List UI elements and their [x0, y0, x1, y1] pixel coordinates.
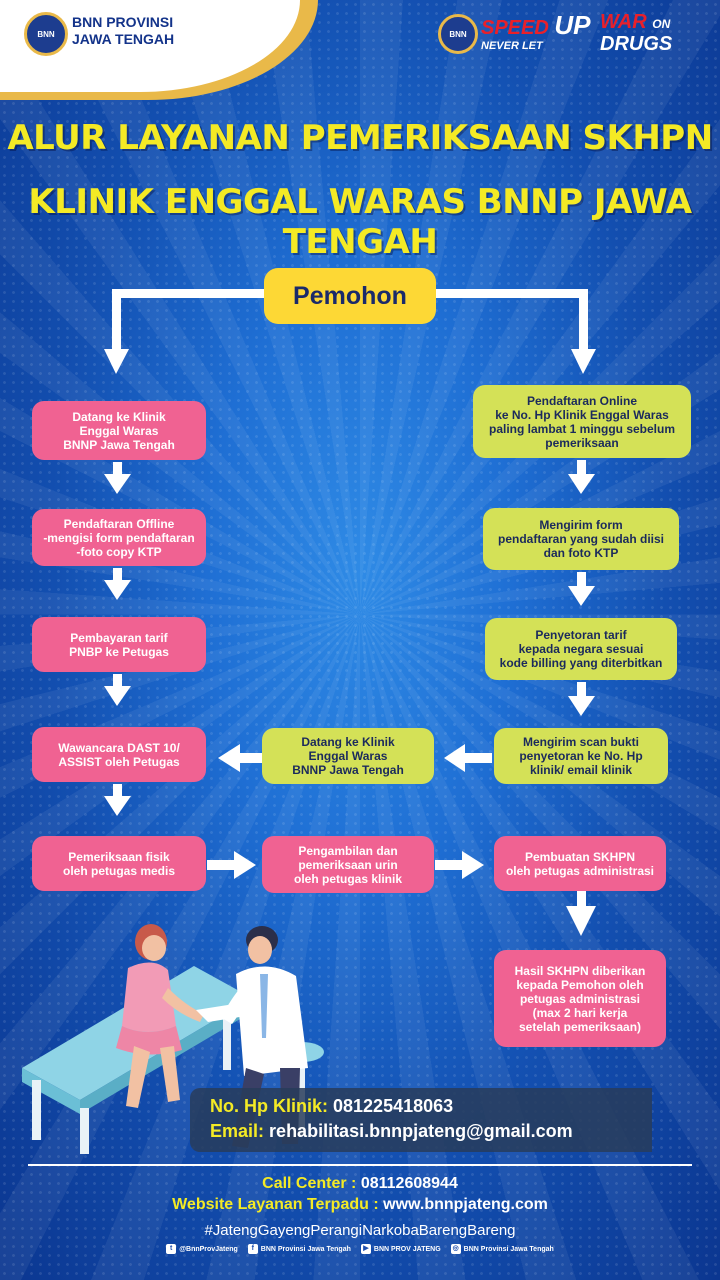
title-line1: ALUR LAYANAN PEMERIKSAAN SKHPN	[7, 118, 713, 158]
hashtag: #JatengGayengPerangiNarkobaBarengBareng	[204, 1222, 516, 1239]
connector-down-left	[112, 289, 121, 351]
bnn-logo-small: BNN	[438, 14, 478, 54]
youtube-icon: ▶	[360, 1244, 371, 1254]
call-center-label: Call Center :	[262, 1175, 357, 1192]
instagram-icon: ◎	[450, 1244, 461, 1254]
step-right-2-send-form: Mengirim form pendaftaran yang sudah dii…	[483, 508, 679, 570]
clinic-phone-label: No. Hp Klinik:	[210, 1096, 328, 1116]
war-text: WAR	[600, 11, 647, 33]
patient-dress	[122, 962, 176, 1032]
doctor-patient-illustration	[22, 924, 324, 1154]
step-right-1-online-registration: Pendaftaran Online ke No. Hp Klinik Engg…	[473, 385, 691, 458]
speed-text: SPEED	[481, 17, 549, 39]
speed-never-let-up-logo: SPEED UP NEVER LET	[481, 12, 591, 55]
step-skhpn-result: Hasil SKHPN diberikan kepada Pemohon ole…	[494, 950, 666, 1047]
war-on-drugs-logo: WAR ON DRUGS	[600, 12, 672, 54]
social-twitter-label: @BnnProvJateng	[179, 1245, 238, 1253]
start-pemohon: Pemohon	[264, 268, 436, 324]
connector-top-left	[112, 289, 266, 298]
arrow-down-left-top	[104, 349, 129, 374]
speed-sub-text: NEVER LET	[481, 40, 543, 52]
step-left-2-offline-registration: Pendaftaran Offline -mengisi form pendaf…	[32, 509, 206, 566]
bed-leg	[32, 1080, 41, 1140]
connector-top-right	[434, 289, 588, 298]
bnn-logo: BNN	[24, 12, 68, 56]
footer-separator	[28, 1164, 692, 1166]
clinic-email-label: Email:	[210, 1121, 265, 1141]
website-label: Website Layanan Terpadu :	[172, 1196, 379, 1213]
social-instagram[interactable]: ◎BNN Provinsi Jawa Tengah	[450, 1244, 554, 1254]
contact-panel	[190, 1088, 652, 1152]
right-column-arrows	[566, 460, 596, 936]
step-right-3-pay-tariff: Penyetoran tarif kepada negara sesuai ko…	[485, 618, 677, 680]
left-column-arrows	[104, 462, 131, 816]
bnn-logo-text: BNN	[37, 29, 55, 39]
social-twitter[interactable]: t@BnnProvJateng	[166, 1244, 238, 1254]
left-pointing-arrows	[218, 744, 492, 772]
step-skhpn-creation: Pembuatan SKHPN oleh petugas administras…	[494, 836, 666, 891]
doctor-face	[248, 936, 272, 964]
arrow-down-right-top	[571, 349, 596, 374]
clinic-email-value: rehabilitasi.bnnpjateng@gmail.com	[269, 1121, 573, 1141]
clinic-phone: No. Hp Klinik: 081225418063	[210, 1096, 453, 1117]
call-center-value: 08112608944	[360, 1175, 458, 1192]
doctor-shirt	[260, 974, 268, 1038]
step-urine-test: Pengambilan dan pemeriksaan urin oleh pe…	[262, 836, 434, 893]
patient-face	[142, 935, 166, 961]
patient-arm	[162, 988, 204, 1022]
facebook-icon: f	[247, 1244, 258, 1254]
org-name-line1: BNN PROVINSI	[72, 14, 174, 30]
clinic-phone-value: 081225418063	[333, 1096, 454, 1116]
step-left-1-visit: Datang ke Klinik Enggal Waras BNNP Jawa …	[32, 401, 206, 460]
social-youtube[interactable]: ▶BNN PROV JATENG	[360, 1244, 441, 1254]
clinic-email: Email: rehabilitasi.bnnpjateng@gmail.com	[210, 1121, 573, 1142]
doctor-arm	[222, 988, 250, 1024]
connector-down-right	[579, 289, 588, 351]
website: Website Layanan Terpadu : www.bnnpjateng…	[0, 1196, 720, 1214]
social-instagram-label: BNN Provinsi Jawa Tengah	[463, 1245, 554, 1253]
patient-leg	[126, 1046, 150, 1108]
bed-leg	[80, 1108, 89, 1154]
step-interview: Wawancara DAST 10/ ASSIST oleh Petugas	[32, 727, 206, 782]
patient-leg	[160, 1046, 180, 1102]
drugs-text: DRUGS	[600, 33, 673, 55]
step-middle-visit: Datang ke Klinik Enggal Waras BNNP Jawa …	[262, 728, 434, 784]
bnn-logo-small-text: BNN	[449, 29, 467, 39]
speed-up-text: UP	[554, 10, 591, 40]
social-youtube-label: BNN PROV JATENG	[373, 1245, 441, 1253]
step-right-4-send-proof: Mengirim scan bukti penyetoran ke No. Hp…	[494, 728, 668, 784]
twitter-icon: t	[166, 1244, 177, 1254]
org-name: BNN PROVINSI JAWA TENGAH	[72, 14, 174, 48]
step-left-3-payment: Pembayaran tarif PNBP ke Petugas	[32, 617, 206, 672]
website-value: www.bnnpjateng.com	[383, 1196, 548, 1213]
social-facebook-label: BNN Provinsi Jawa Tengah	[260, 1245, 351, 1253]
exam-bed-side	[22, 1068, 80, 1114]
on-text: ON	[652, 17, 671, 31]
call-center: Call Center : 08112608944	[0, 1175, 720, 1193]
org-name-line2: JAWA TENGAH	[72, 31, 175, 47]
title-line2: KLINIK ENGGAL WARAS BNNP JAWA TENGAH	[28, 182, 692, 262]
step-physical-exam: Pemeriksaan fisik oleh petugas medis	[32, 836, 206, 891]
doctor-coat	[236, 966, 308, 1076]
right-pointing-arrows	[207, 851, 484, 879]
bed-leg	[223, 1010, 231, 1070]
